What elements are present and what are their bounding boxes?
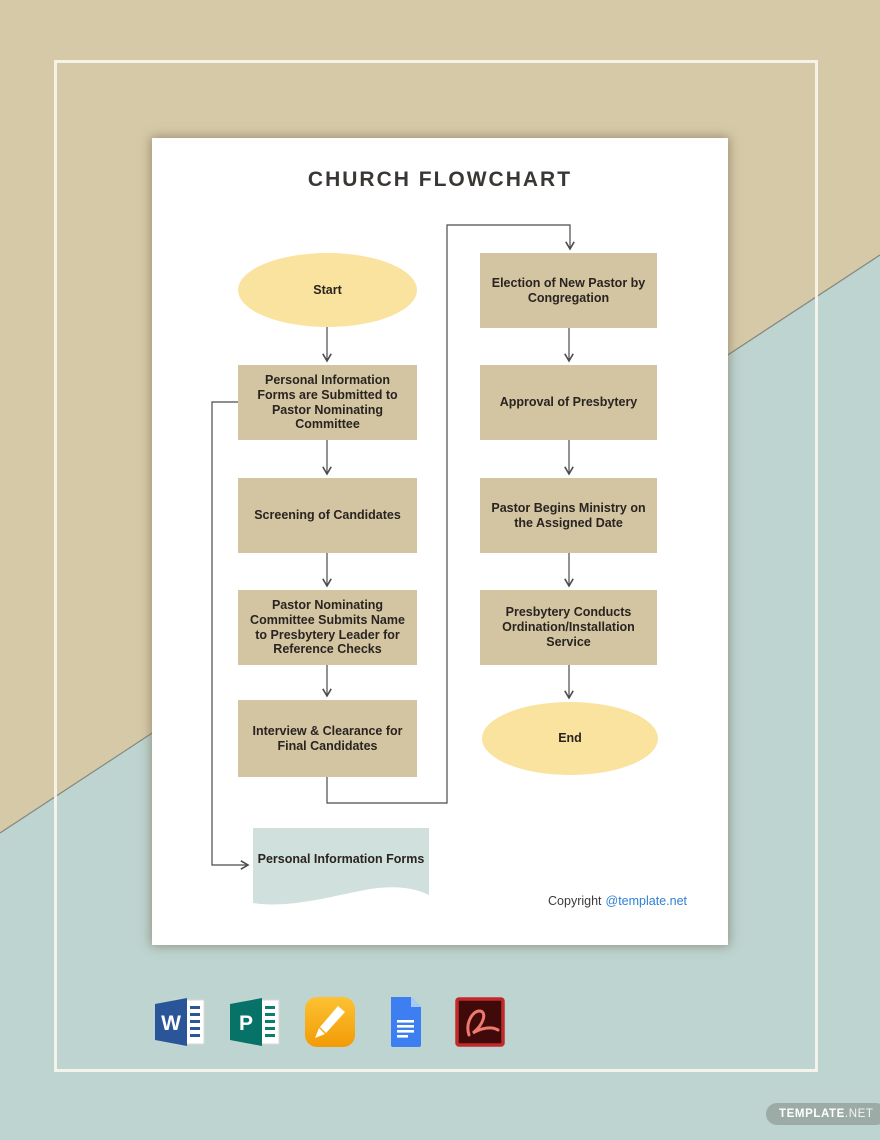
node-screening: Screening of Candidates xyxy=(238,478,417,553)
node-ministry-label: Pastor Begins Ministry on the Assigned D… xyxy=(491,500,646,530)
document-shape-icon xyxy=(253,828,429,905)
page-title: CHURCH FLOWCHART xyxy=(307,168,573,191)
node-screening-label: Screening of Candidates xyxy=(254,508,401,523)
node-end-label: End xyxy=(558,731,582,746)
node-submit-name-label: Pastor Nominating Committee Submits Name… xyxy=(250,598,405,657)
connector-forms-to-document xyxy=(211,401,250,870)
template-net-badge[interactable]: TEMPLATE.NET xyxy=(766,1103,880,1125)
node-ministry: Pastor Begins Ministry on the Assigned D… xyxy=(480,478,657,553)
copyright: Copyright@template.net xyxy=(548,894,687,908)
node-election-label: Election of New Pastor by Congregation xyxy=(491,275,646,305)
node-approval-label: Approval of Presbytery xyxy=(499,395,638,410)
node-start-label: Start xyxy=(313,282,342,297)
google-docs-icon[interactable] xyxy=(378,995,432,1049)
node-submit-name: Pastor Nominating Committee Submits Name… xyxy=(238,590,417,665)
node-approval: Approval of Presbytery xyxy=(480,365,657,440)
export-format-icons: W P xyxy=(153,995,507,1049)
node-end: End xyxy=(482,702,658,775)
node-forms-submitted-label: Personal Information Forms are Submitted… xyxy=(257,373,398,432)
decorative-frame xyxy=(54,60,818,1072)
copyright-text: Copyright xyxy=(548,894,602,908)
node-election: Election of New Pastor by Congregation xyxy=(480,253,657,328)
connector-interview-to-election xyxy=(326,224,575,804)
word-letter: W xyxy=(161,1012,181,1035)
node-pif-document: Personal Information Forms xyxy=(253,828,429,908)
badge-tld: .NET xyxy=(844,1108,874,1120)
node-pif-document-label: Personal Information Forms xyxy=(257,851,425,866)
node-start: Start xyxy=(238,253,417,327)
badge-brand: TEMPLATE xyxy=(779,1108,845,1120)
node-interview: Interview & Clearance for Final Candidat… xyxy=(238,700,417,777)
flowchart-connectors xyxy=(211,224,575,870)
ms-word-icon[interactable]: W xyxy=(153,995,207,1049)
node-ordination: Presbytery Conducts Ordination/Installat… xyxy=(480,590,657,665)
template-net-link[interactable]: @template.net xyxy=(605,894,687,908)
node-interview-label: Interview & Clearance for Final Candidat… xyxy=(252,723,403,753)
node-ordination-label: Presbytery Conducts Ordination/Installat… xyxy=(502,605,635,649)
ms-publisher-icon[interactable]: P xyxy=(228,995,282,1049)
apple-pages-icon[interactable] xyxy=(303,995,357,1049)
publisher-letter: P xyxy=(239,1012,253,1035)
node-forms-submitted: Personal Information Forms are Submitted… xyxy=(238,365,417,440)
adobe-pdf-icon[interactable] xyxy=(453,995,507,1049)
flowchart-page: CHURCH FLOWCHART Start Personal Informat… xyxy=(152,138,728,945)
